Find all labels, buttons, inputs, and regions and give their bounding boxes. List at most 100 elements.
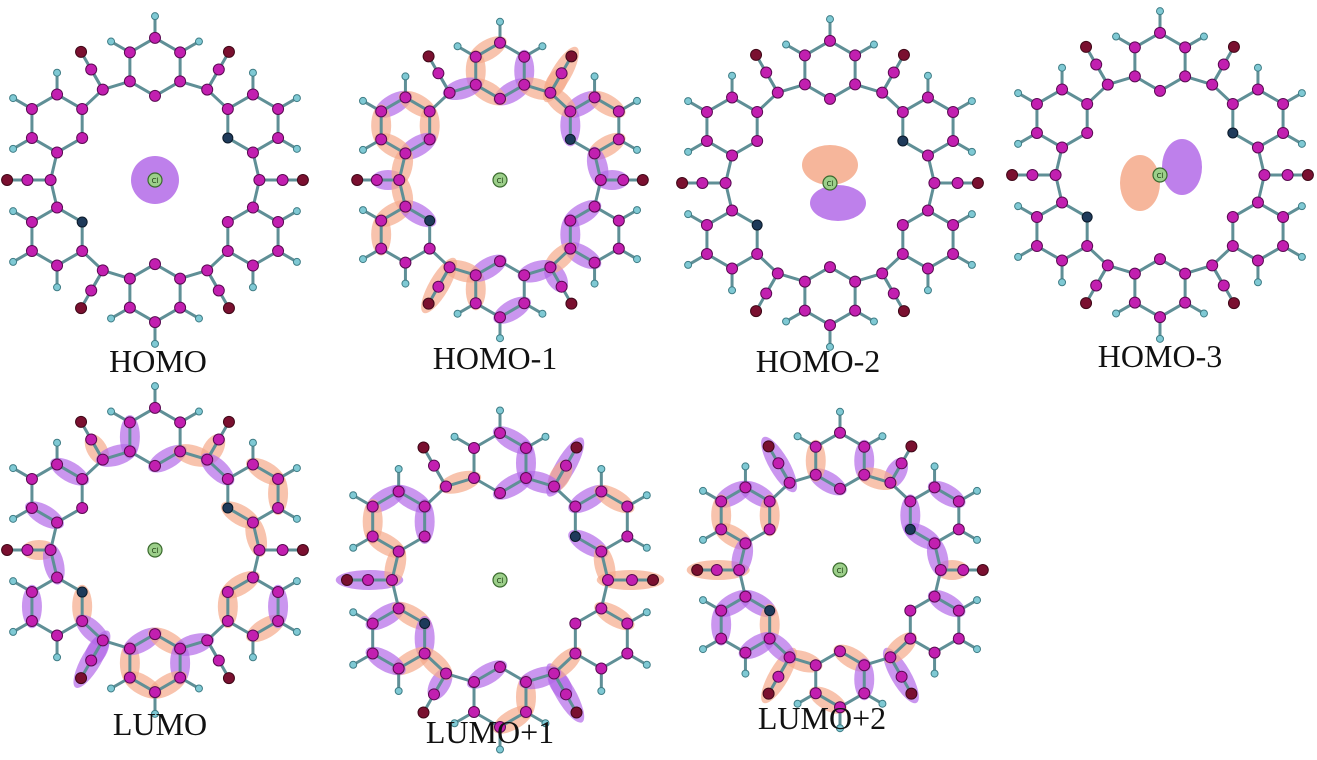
molecule-group: Cl [676, 15, 984, 351]
carbon-atom [494, 721, 506, 733]
carbon-atom [149, 686, 161, 699]
carbon-atom [276, 544, 289, 556]
carbon-atom [1081, 97, 1094, 110]
carbon-atom [1251, 83, 1264, 96]
carbon-atom [76, 501, 89, 514]
hydrogen-atom [248, 438, 257, 447]
carbon-atom [96, 634, 109, 647]
carbon-atom [763, 495, 776, 508]
carbon-atom [849, 304, 862, 317]
carbon-atom [928, 481, 941, 494]
hydrogen-atom [826, 342, 834, 351]
carbon-atom [253, 174, 266, 186]
carbon-atom [1206, 259, 1219, 272]
carbon-atom [1226, 240, 1239, 253]
carbon-atom [824, 92, 836, 105]
hydrogen-atom [496, 334, 504, 343]
carbon-atom [809, 659, 822, 672]
nitrogen-atom [569, 531, 581, 542]
hydrogen-atom [1014, 139, 1023, 148]
hydrogen-atom [194, 37, 203, 46]
carbon-atom [272, 501, 285, 514]
carbon-atom [739, 646, 752, 659]
carbon-atom [468, 706, 481, 718]
carbon-atom [1179, 296, 1192, 309]
hydrogen-atom [1297, 139, 1306, 148]
carbon-atom [519, 472, 532, 484]
carbon-atom [469, 297, 482, 310]
nitrogen-atom [897, 135, 909, 147]
carbon-atom [25, 245, 38, 258]
carbon-atom [201, 634, 214, 647]
chloride-atom [822, 175, 838, 191]
carbon-atom [1128, 41, 1141, 54]
hydrogen-atom [930, 669, 939, 678]
carbon-atom [51, 458, 64, 471]
molecule-group: Cl [686, 407, 989, 733]
carbon-atom [51, 259, 64, 272]
hydrogen-atom [1156, 7, 1164, 16]
hydrogen-atom [967, 97, 976, 106]
oxygen-atom [351, 174, 364, 186]
carbon-atom [626, 574, 638, 586]
carbon-atom [834, 482, 846, 495]
carbon-atom [612, 242, 625, 255]
hydrogen-atom [53, 438, 62, 447]
hydrogen-atom [590, 279, 599, 288]
carbon-atom [555, 280, 568, 293]
chloride-label: Cl [827, 180, 834, 188]
carbon-atom [1179, 267, 1192, 280]
carbon-atom [952, 632, 965, 645]
hydrogen-atom [869, 40, 878, 49]
carbon-atom [1226, 97, 1239, 110]
carbon-atom [375, 242, 388, 255]
hydrogen-atom [538, 309, 547, 318]
carbon-atom [518, 78, 531, 91]
carbon-atom [1026, 169, 1039, 181]
panel-homo-3: Cl HOMO-3 [990, 0, 1317, 380]
panel-homo-1: Cl HOMO-1 [330, 0, 660, 380]
carbon-atom [174, 671, 187, 684]
carbon-atom [824, 261, 836, 274]
carbon-atom [25, 102, 38, 115]
carbon-atom [588, 200, 601, 213]
carbon-atom [715, 632, 728, 645]
carbon-atom [1128, 267, 1141, 280]
carbon-atom [763, 523, 776, 536]
carbon-atom [221, 472, 234, 485]
carbon-atom [849, 49, 862, 62]
hydrogen-atom [642, 608, 651, 617]
carbon-atom [569, 617, 582, 630]
carbon-atom [399, 200, 412, 213]
chloride-label: Cl [837, 567, 844, 575]
oxygen-atom [565, 297, 578, 310]
chloride-atom [147, 542, 163, 558]
carbon-atom [221, 216, 234, 229]
carbon-atom [174, 301, 187, 314]
carbon-atom [621, 647, 634, 660]
carbon-atom [494, 92, 506, 105]
molecule-group: Cl [351, 17, 649, 343]
carbon-atom [494, 255, 506, 268]
carbon-atom [602, 574, 614, 586]
carbon-atom [876, 267, 889, 280]
carbon-atom [783, 476, 796, 489]
carbon-atom [1090, 279, 1103, 292]
carbon-atom [76, 245, 89, 258]
carbon-atom [149, 31, 161, 44]
carbon-atom [621, 617, 634, 630]
carbon-atom [518, 50, 531, 63]
hydrogen-atom [349, 660, 358, 669]
hydrogen-atom [590, 72, 599, 81]
hydrogen-atom [973, 645, 982, 654]
carbon-atom [423, 242, 436, 255]
carbon-atom [432, 280, 445, 293]
hydrogen-atom [1297, 202, 1306, 211]
hydrogen-atom [793, 432, 802, 441]
carbon-atom [1049, 169, 1062, 181]
carbon-atom [25, 615, 38, 628]
hydrogen-atom [1112, 32, 1121, 41]
carbon-atom [564, 105, 577, 118]
carbon-atom [246, 259, 259, 272]
carbon-atom [555, 67, 568, 80]
